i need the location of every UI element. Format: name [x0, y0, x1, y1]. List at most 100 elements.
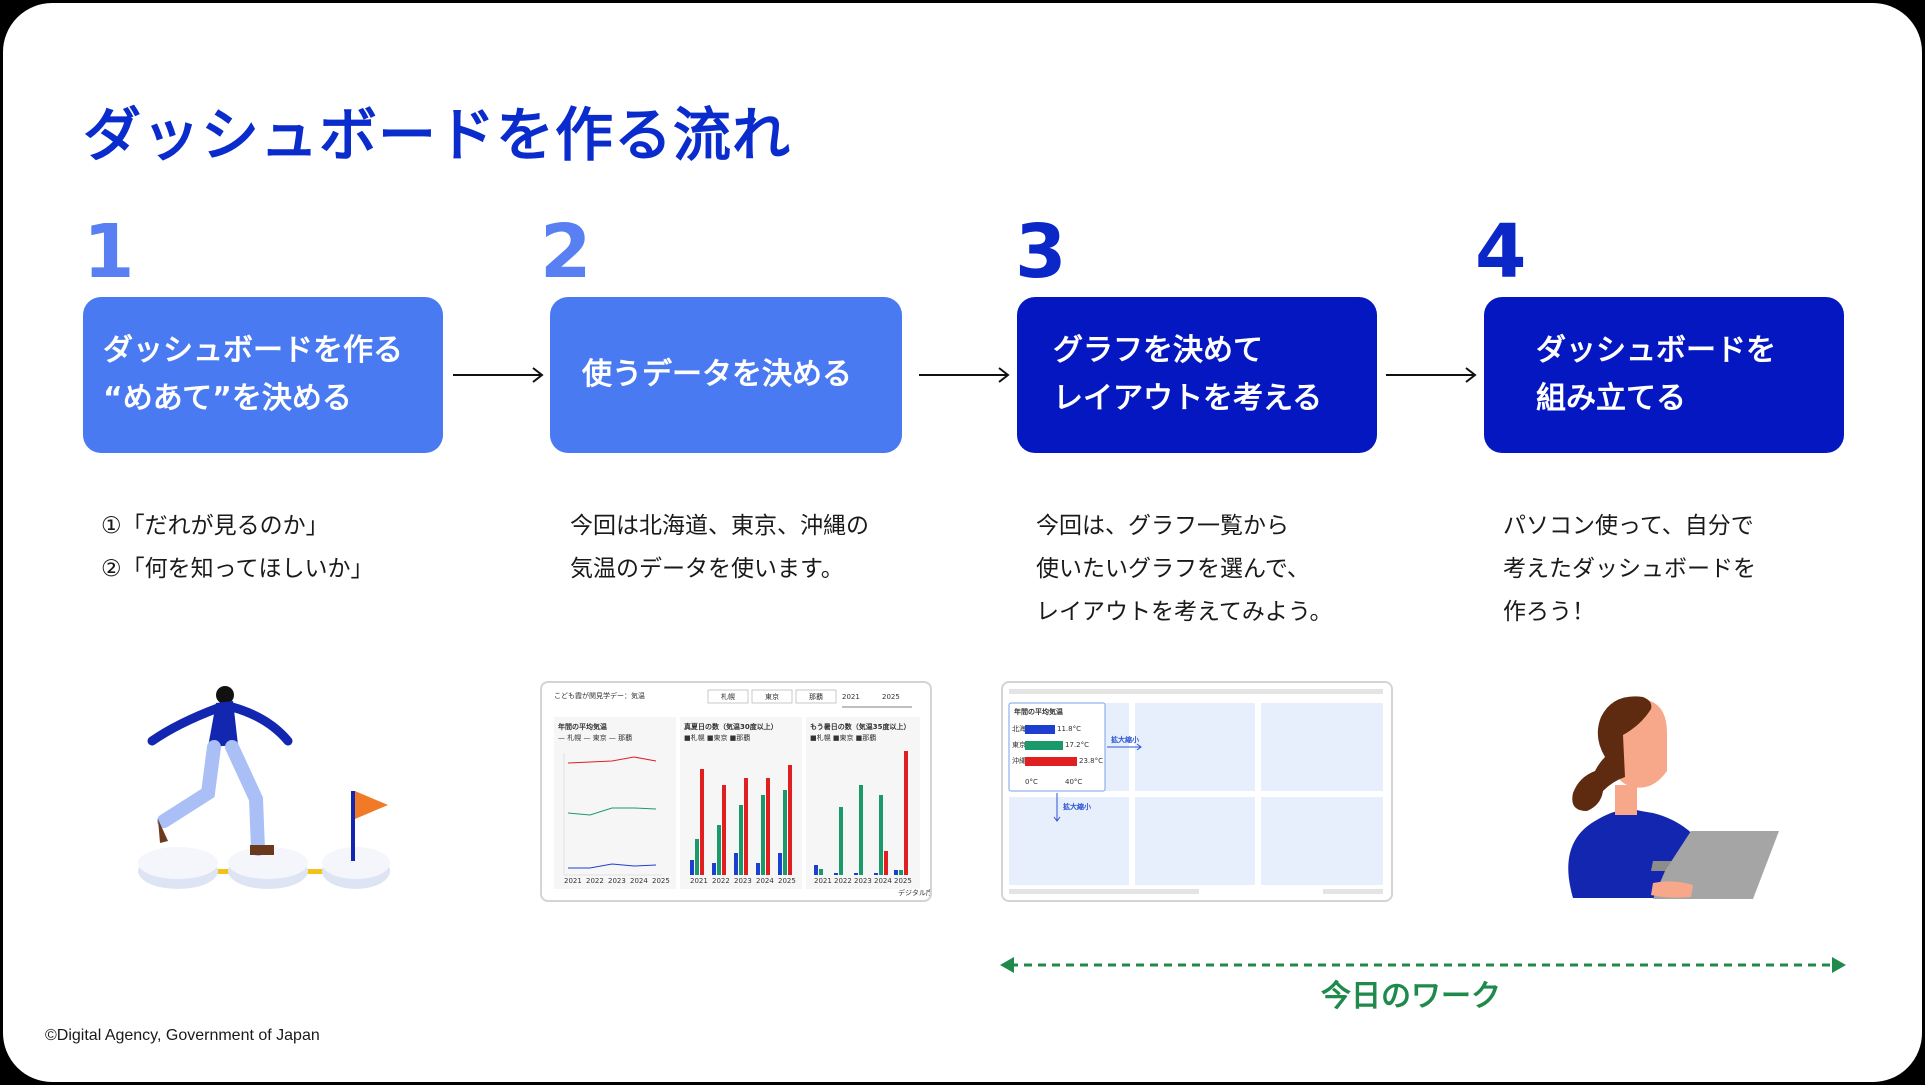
stepping-stone [138, 847, 218, 879]
layout-bar [1025, 757, 1077, 766]
thumb-year-start: 2021 [842, 693, 860, 701]
stepping-stone [228, 847, 308, 879]
thumb-year-end: 2025 [882, 693, 900, 701]
step-3-desc-line: レイアウトを考えてみよう。 [1036, 599, 1333, 625]
svg-text:2023: 2023 [854, 877, 872, 885]
resize-label: 拡大縮小 [1111, 735, 1139, 744]
stepping-stone [322, 847, 390, 879]
step-4-desc-line: パソコン使って、自分で [1503, 513, 1754, 539]
arrow-right-icon [1386, 367, 1477, 383]
mini-bar [717, 825, 721, 875]
dashboard-thumbnail-svg: こども霞が関見学デー：気温 札幌 東京 那覇 2021 2025 年間の平均気温… [554, 689, 930, 897]
mini-bar [744, 778, 748, 875]
panel-legend: ■札幌 ■東京 ■那覇 [810, 733, 876, 742]
step-3-number: 3 [1015, 209, 1067, 295]
svg-text:2022: 2022 [712, 877, 730, 885]
thumb-header: こども霞が関見学デー：気温 [554, 691, 645, 700]
svg-text:2025: 2025 [652, 877, 670, 885]
runner-shoe [250, 845, 274, 855]
mini-bar [859, 785, 863, 875]
step-2-description: 今回は北海道、東京、沖縄の 気温のデータを使います。 [570, 505, 869, 591]
step-3-line-2: レイアウトを考える [1053, 381, 1323, 416]
svg-text:2024: 2024 [874, 877, 892, 885]
step-1-line-1: ダッシュボードを作る [103, 333, 403, 368]
runner-arm [147, 703, 223, 746]
step-3-box: グラフを決めて レイアウトを考える [1017, 297, 1377, 453]
mini-bar [700, 769, 704, 875]
runner-leg [157, 740, 221, 828]
svg-text:2023: 2023 [608, 877, 626, 885]
runner-arm [227, 702, 293, 746]
runner-head [216, 686, 234, 704]
mini-bar [819, 869, 823, 875]
mini-bar [899, 870, 903, 875]
work-range-arrow-icon [1000, 957, 1846, 973]
goal-runner-illustration [138, 686, 390, 889]
mini-bar [834, 873, 838, 875]
person-neck [1615, 785, 1637, 815]
step-4-number: 4 [1475, 209, 1527, 295]
person-hand [1651, 881, 1693, 898]
step-2-desc-line: 気温のデータを使います。 [570, 556, 844, 582]
runner-leg [225, 740, 265, 856]
layout-bar [1025, 725, 1055, 734]
arrow-right-icon [453, 367, 544, 383]
panel-legend: ■札幌 ■東京 ■那覇 [684, 733, 750, 742]
step-4-line-2: 組み立てる [1536, 381, 1686, 416]
mini-bar [690, 860, 694, 875]
step-1-desc-line: ①「だれが見るのか」 [101, 513, 329, 539]
mini-bar [766, 778, 770, 875]
step-1-desc-line: ②「何を知ってほしいか」 [101, 556, 374, 582]
laptop-icon [1653, 831, 1779, 899]
line-chart-mini [563, 753, 662, 876]
layout-bar-value: 11.8°C [1057, 725, 1081, 733]
mini-bar [884, 851, 888, 875]
axis-label: 40°C [1065, 778, 1082, 786]
mini-bar [778, 853, 782, 875]
mini-bar [879, 795, 883, 875]
person-hair [1572, 696, 1652, 811]
mini-bar [874, 873, 878, 875]
step-4-line-1: ダッシュボードを [1536, 333, 1776, 368]
mini-bar [854, 873, 858, 875]
step-3-description: 今回は、グラフ一覧から 使いたいグラフを選んで、 レイアウトを考えてみよう。 [1036, 505, 1332, 634]
step-4-box: ダッシュボードを 組み立てる [1484, 297, 1844, 453]
step-4-desc-line: 考えたダッシュボードを [1503, 556, 1756, 582]
step-4-desc-line: 作ろう！ [1503, 599, 1595, 625]
mini-bar [761, 795, 765, 875]
bar-label: 沖縄 [1012, 756, 1026, 765]
bar-chart-mini-30 [690, 765, 792, 875]
todays-work-label: 今日のワーク [1321, 979, 1501, 1014]
svg-text:2021: 2021 [690, 877, 708, 885]
panel-legend: — 札幌 — 東京 — 那覇 [558, 733, 632, 742]
layout-thumbnail-svg: 年間の平均気温 北海道 東京 沖縄 11.8°C17.2°C23.8°C 0°C… [1008, 689, 1383, 894]
step-4-description: パソコン使って、自分で 考えたダッシュボードを 作ろう！ [1503, 505, 1756, 634]
axis-label: 0°C [1025, 778, 1038, 786]
page-title: ダッシュボードを作る流れ [83, 101, 792, 169]
dashboard-thumbnail: こども霞が関見学デー：気温 札幌 東京 那覇 2021 2025 年間の平均気温… [540, 681, 932, 902]
layout-bar-value: 17.2°C [1065, 741, 1089, 749]
svg-text:2024: 2024 [756, 877, 774, 885]
mini-bar [739, 805, 743, 875]
layout-bar [1025, 741, 1063, 750]
mini-bar [904, 751, 908, 875]
panel-title: もう暑日の数（気温35度以上） [810, 722, 911, 731]
step-2-number: 2 [540, 209, 592, 295]
svg-text:2021: 2021 [564, 877, 582, 885]
thumb-filter: 札幌 [721, 692, 735, 701]
mini-bar [839, 807, 843, 875]
mini-bar [783, 790, 787, 875]
resize-label: 拡大縮小 [1063, 802, 1091, 811]
panel-title: 真夏日の数（気温30度以上） [684, 722, 778, 731]
step-1-box: ダッシュボードを作る “めあて”を決める [83, 297, 443, 453]
thumb-x-labels-3: 2021 2022 2023 2024 2025 [814, 877, 912, 885]
mini-bar [814, 865, 818, 875]
layout-bar-chart: 11.8°C17.2°C23.8°C [1025, 725, 1103, 766]
step-2-desc-line: 今回は北海道、東京、沖縄の [570, 513, 869, 539]
person-laptop-illustration [1568, 696, 1779, 899]
svg-text:2024: 2024 [630, 877, 648, 885]
mini-bar [695, 839, 699, 875]
svg-text:2025: 2025 [778, 877, 796, 885]
